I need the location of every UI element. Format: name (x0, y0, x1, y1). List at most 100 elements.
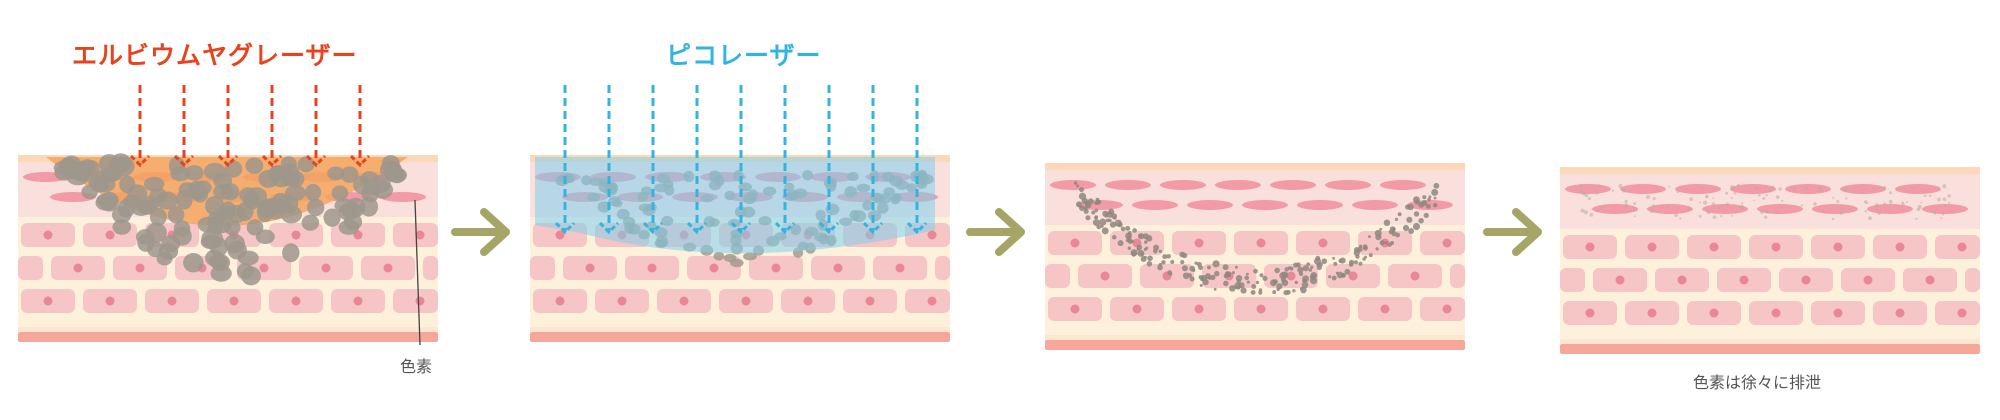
laser-arrowhead (906, 221, 928, 235)
pigment-fragment (1294, 280, 1298, 285)
laser-arrowhead (730, 221, 752, 235)
process-arrow (1483, 208, 1542, 256)
pigment-particle (388, 168, 406, 184)
pigment-fragment (1374, 229, 1382, 237)
pigment-fragment (1117, 222, 1123, 228)
pigment-fragment (1357, 246, 1363, 252)
faded-pigment (1778, 187, 1782, 191)
faded-pigment (1888, 191, 1893, 195)
cell-nucleus (1895, 242, 1905, 252)
cell-nucleus (617, 296, 627, 306)
faded-pigment (1832, 196, 1835, 199)
epidermis-layer (1560, 174, 1980, 229)
cell-nucleus (1194, 304, 1204, 314)
faded-pigment (1633, 202, 1637, 206)
faded-pigment (1706, 210, 1711, 215)
faded-pigment (1760, 210, 1764, 215)
pigment-fragment (1120, 226, 1126, 232)
faded-pigment (1580, 208, 1585, 213)
faded-pigment (1937, 197, 1941, 202)
pigment-fragment (1433, 182, 1440, 189)
cell-nucleus (1585, 308, 1595, 318)
pigment-fragment (1199, 283, 1203, 287)
pigment-particle (88, 175, 109, 190)
faded-pigment (1843, 187, 1848, 192)
cell-nucleus (1256, 238, 1266, 248)
pigment-particle (381, 155, 400, 171)
pigment-fragment (1431, 189, 1439, 196)
cell-nucleus (1833, 242, 1843, 252)
cell-nucleus (833, 263, 843, 273)
faded-pigment (1624, 203, 1629, 208)
pigment-fragment (1389, 226, 1396, 232)
pigment-particle (331, 185, 349, 201)
faded-pigment (1711, 202, 1716, 207)
laser-arrowhead (305, 154, 327, 168)
faded-pigment (1650, 210, 1654, 214)
cell-nucleus (709, 263, 719, 273)
cell-nucleus (741, 296, 751, 306)
pigment-fragment (1421, 200, 1428, 207)
pigment-fragment (1187, 273, 1193, 278)
faded-pigment (1920, 201, 1923, 204)
faded-pigment (1772, 185, 1775, 188)
arrow-head (480, 208, 510, 256)
dermal-cell (18, 256, 43, 280)
pigment-particle (236, 263, 254, 280)
flat-cell (380, 192, 426, 202)
pigment-fragment (1422, 195, 1427, 200)
faded-pigment (1666, 204, 1670, 208)
pigment-fragment (1084, 200, 1090, 206)
flat-cell (1730, 184, 1776, 194)
faded-pigment (1725, 202, 1730, 207)
pigment-fragment (1408, 228, 1415, 234)
pigment-fragment (1331, 275, 1337, 281)
pico-laser-arrow (598, 85, 620, 235)
laser-arrowhead (554, 221, 576, 235)
cell-nucleus (1615, 275, 1625, 285)
pigment-fragment (1205, 273, 1211, 280)
pigment-fragment (1189, 276, 1195, 282)
faded-pigment (1868, 216, 1873, 221)
pigment-fragment (1143, 240, 1148, 244)
pigment-fragment (1096, 224, 1102, 230)
pigment-fragment (1272, 290, 1277, 295)
faded-pigment (1741, 201, 1744, 205)
pigment-fragment (1428, 195, 1432, 199)
faded-pigment (1781, 199, 1784, 202)
pigment-fragment (1288, 266, 1292, 270)
pigment-particle (327, 166, 345, 181)
cell-nucleus (1801, 275, 1811, 285)
faded-pigment (1668, 185, 1671, 188)
pigment-particle (183, 252, 204, 273)
faded-pigment (1888, 199, 1893, 204)
pigment-fragment (1306, 262, 1311, 267)
faded-pigment (1934, 211, 1937, 214)
erbium-laser-arrow (349, 85, 371, 168)
cell-nucleus (383, 263, 393, 273)
cell-nucleus (167, 296, 177, 306)
cell-nucleus (1132, 304, 1142, 314)
pico-laser-arrow (774, 85, 796, 235)
pigment-fragment (1402, 224, 1410, 232)
pigment-fragment (1358, 261, 1363, 266)
cell-nucleus (865, 296, 875, 306)
cell-nucleus (927, 296, 937, 306)
pigment-fragment (1367, 235, 1371, 239)
pigment-particle (723, 253, 737, 263)
pigment-fragment (1394, 217, 1399, 222)
cell-nucleus (291, 296, 301, 306)
faded-pigment (1775, 195, 1780, 199)
pigment-fragment (1234, 265, 1238, 269)
pigment-fragment (1147, 255, 1153, 262)
dermal-cell (935, 256, 950, 280)
faded-pigment (1901, 202, 1905, 206)
faded-pigment (1870, 190, 1873, 193)
pigment-fragment (1202, 278, 1209, 286)
pigment-particle (306, 198, 325, 217)
pigment-particle (99, 191, 120, 212)
process-arrow (966, 208, 1025, 256)
pico-laser-arrow (862, 85, 884, 235)
faded-pigment (1947, 201, 1951, 205)
flat-cell (1785, 184, 1831, 194)
